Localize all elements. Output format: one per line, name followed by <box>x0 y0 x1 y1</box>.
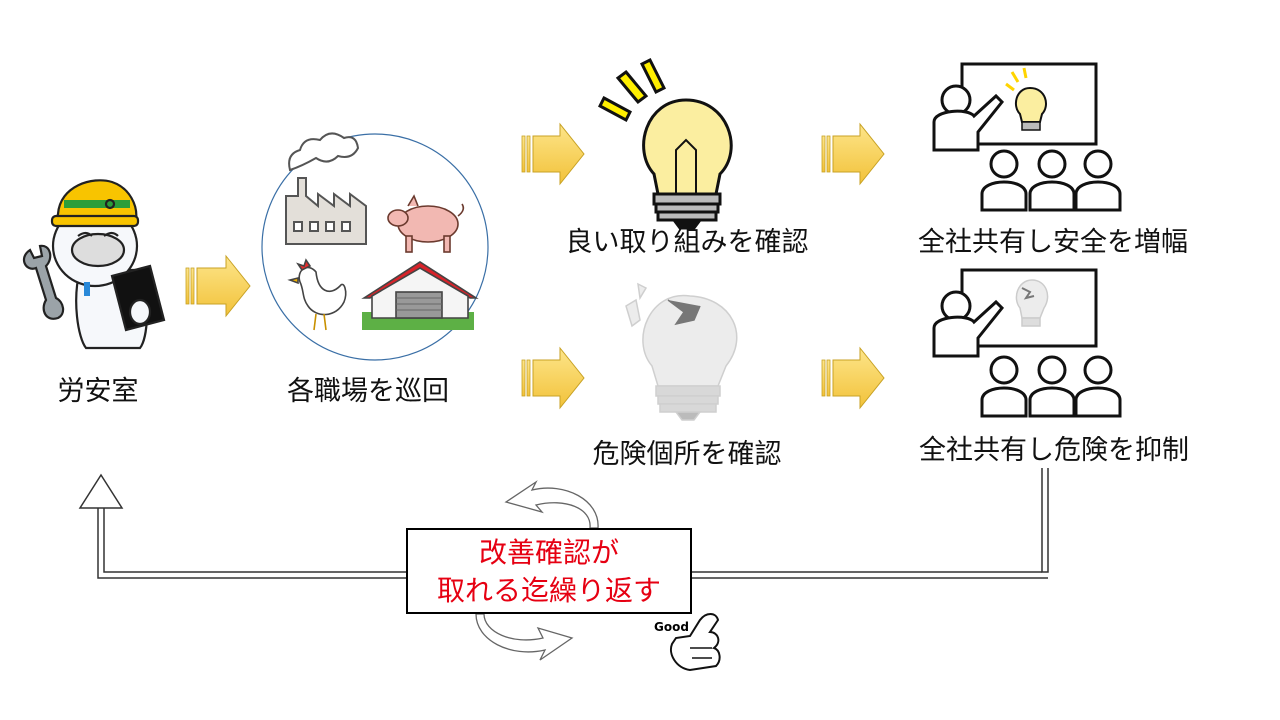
audience-icon <box>980 149 1122 212</box>
node-good-practice: 良い取り組みを確認 <box>565 227 809 258</box>
arrow-hazard-to-share <box>821 346 885 410</box>
node-share-hazard: 全社共有し危険を抑制 <box>919 435 1189 466</box>
chicken-icon <box>287 258 347 331</box>
lightbulb-on-icon <box>598 57 733 230</box>
pig-icon <box>387 194 465 253</box>
factory-icon <box>285 132 367 245</box>
node-hazard: 危険個所を確認 <box>592 439 782 470</box>
node-patrol: 各職場を巡回 <box>287 376 449 407</box>
arrow-safety-to-patrol <box>185 254 251 318</box>
presentation-good-icon <box>932 62 1122 212</box>
arrow-patrol-to-hazard <box>521 346 585 410</box>
good-badge-text: Good <box>654 620 689 634</box>
lightbulb-broken-icon <box>625 282 738 421</box>
node-safety-office: 労安室 <box>57 376 139 407</box>
loop-line-2: 取れる迄繰り返す <box>436 574 661 607</box>
cycle-arrows-icon <box>475 480 599 661</box>
barn-icon <box>361 261 479 330</box>
feedback-loop-line <box>78 468 1049 579</box>
arrow-patrol-to-good <box>521 122 585 186</box>
node-share-good: 全社共有し安全を増幅 <box>918 227 1188 258</box>
audience-icon <box>980 355 1122 418</box>
thumbs-up-icon <box>670 613 721 672</box>
loop-message-box: 改善確認が 取れる迄繰り返す <box>406 528 692 614</box>
safety-worker-icon <box>22 179 166 350</box>
presentation-hazard-icon <box>932 268 1122 418</box>
arrow-good-to-share <box>821 122 885 186</box>
loop-line-1: 改善確認が <box>478 536 619 569</box>
